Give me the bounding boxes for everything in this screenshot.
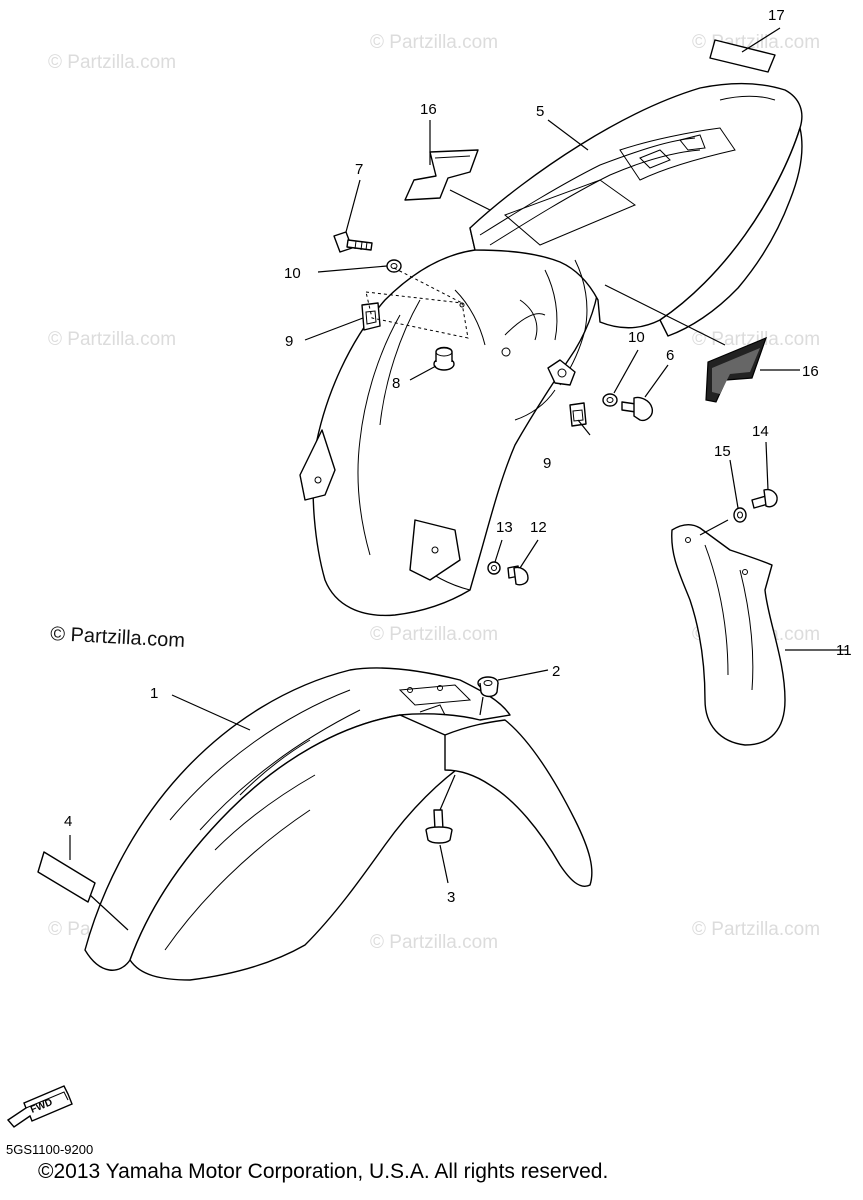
clip-9-lower — [569, 402, 587, 427]
watermark: © Partzilla.com — [370, 932, 498, 953]
bolt-7 — [333, 231, 373, 253]
callout-11[interactable]: 11 — [836, 642, 852, 659]
screw-12 — [507, 565, 529, 586]
emblem-16-left — [404, 149, 479, 201]
callout-1[interactable]: 1 — [150, 685, 158, 702]
bolt-3 — [425, 809, 453, 844]
callout-17[interactable]: 17 — [768, 7, 785, 24]
label-17 — [709, 39, 776, 73]
leader-lines — [69, 27, 848, 931]
callout-2[interactable]: 2 — [552, 663, 560, 680]
callout-4[interactable]: 4 — [64, 813, 72, 830]
callouts: 17 16 5 7 10 9 8 9 10 6 16 15 14 13 12 1… — [64, 7, 852, 906]
washer-15 — [733, 507, 747, 523]
callout-16-right[interactable]: 16 — [802, 363, 819, 380]
label-4 — [37, 851, 96, 903]
fwd-arrow-icon: FWD — [6, 1085, 73, 1128]
callout-5[interactable]: 5 — [536, 103, 544, 120]
grommet-2 — [477, 676, 499, 698]
callout-7[interactable]: 7 — [355, 161, 363, 178]
nut-13 — [487, 561, 501, 575]
watermark: © Partzilla.com — [48, 329, 176, 350]
watermark: © Partzilla.com — [48, 52, 176, 73]
screw-14 — [751, 488, 778, 509]
washer-10-lower — [602, 393, 618, 407]
emblem-16-right — [705, 336, 768, 403]
diagram-code: 5GS1100-9200 — [6, 1142, 94, 1157]
callout-12[interactable]: 12 — [530, 519, 547, 536]
grommet-8 — [433, 346, 455, 371]
clip-9-upper — [361, 302, 381, 331]
callout-16-left[interactable]: 16 — [420, 101, 437, 118]
callout-3[interactable]: 3 — [447, 889, 455, 906]
copyright-notice: ©2013 Yamaha Motor Corporation, U.S.A. A… — [38, 1160, 609, 1183]
callout-14[interactable]: 14 — [752, 423, 769, 440]
watermark: © Partzilla.com — [370, 32, 498, 53]
front-fender — [84, 667, 593, 981]
callout-8[interactable]: 8 — [392, 375, 400, 392]
callout-10-lower[interactable]: 10 — [628, 329, 645, 346]
bolt-6 — [621, 396, 654, 422]
rear-fender — [299, 83, 803, 617]
washer-10-upper — [386, 259, 402, 273]
callout-13[interactable]: 13 — [496, 519, 513, 536]
rear-flap — [671, 523, 786, 746]
callout-15[interactable]: 15 — [714, 443, 731, 460]
callout-6[interactable]: 6 — [666, 347, 674, 364]
callout-9-upper[interactable]: 9 — [285, 333, 293, 350]
callout-10-upper[interactable]: 10 — [284, 265, 301, 282]
watermark-dark: © Partzilla.com — [50, 623, 186, 652]
watermark: © Partzilla.com — [370, 624, 498, 645]
callout-9-lower[interactable]: 9 — [543, 455, 551, 472]
watermark: © Partzilla.com — [692, 919, 820, 940]
